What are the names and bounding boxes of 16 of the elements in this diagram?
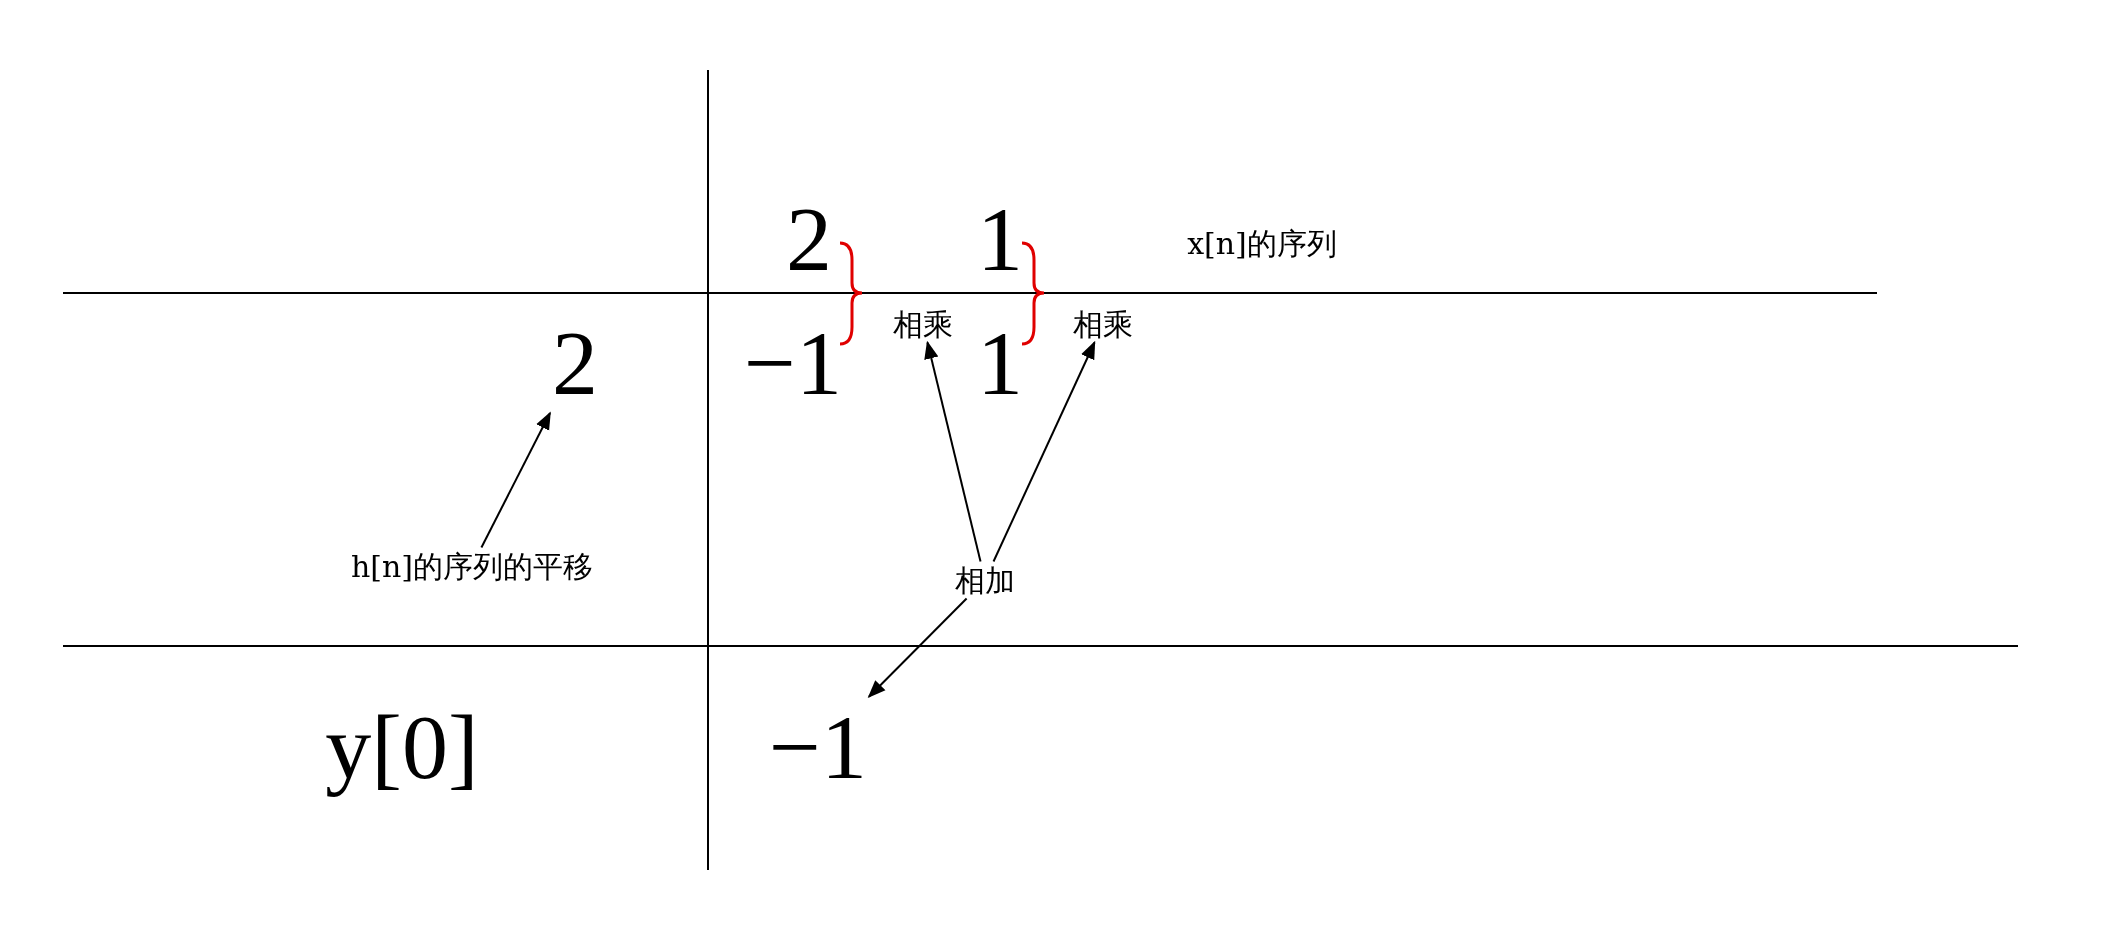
annotation-text: 相乘 [1073,307,1133,341]
arrow [924,340,982,563]
number-text: 1 [977,313,1023,415]
annotation-text: h[n]的序列的平移 [350,549,594,583]
number-text: 1 [977,189,1023,291]
annotation-text: x[n]的序列 [1187,226,1337,260]
arrow [867,597,968,699]
annotation-text: 相加 [955,563,1015,597]
annotation-text: 相乘 [893,307,953,341]
number-text: −1 [769,697,867,799]
arrow [480,411,551,549]
number-text: −1 [744,313,842,415]
number-text: y[0] [325,697,479,799]
arrow [992,340,1096,563]
number-text: 2 [552,313,598,415]
number-text: 2 [786,189,832,291]
